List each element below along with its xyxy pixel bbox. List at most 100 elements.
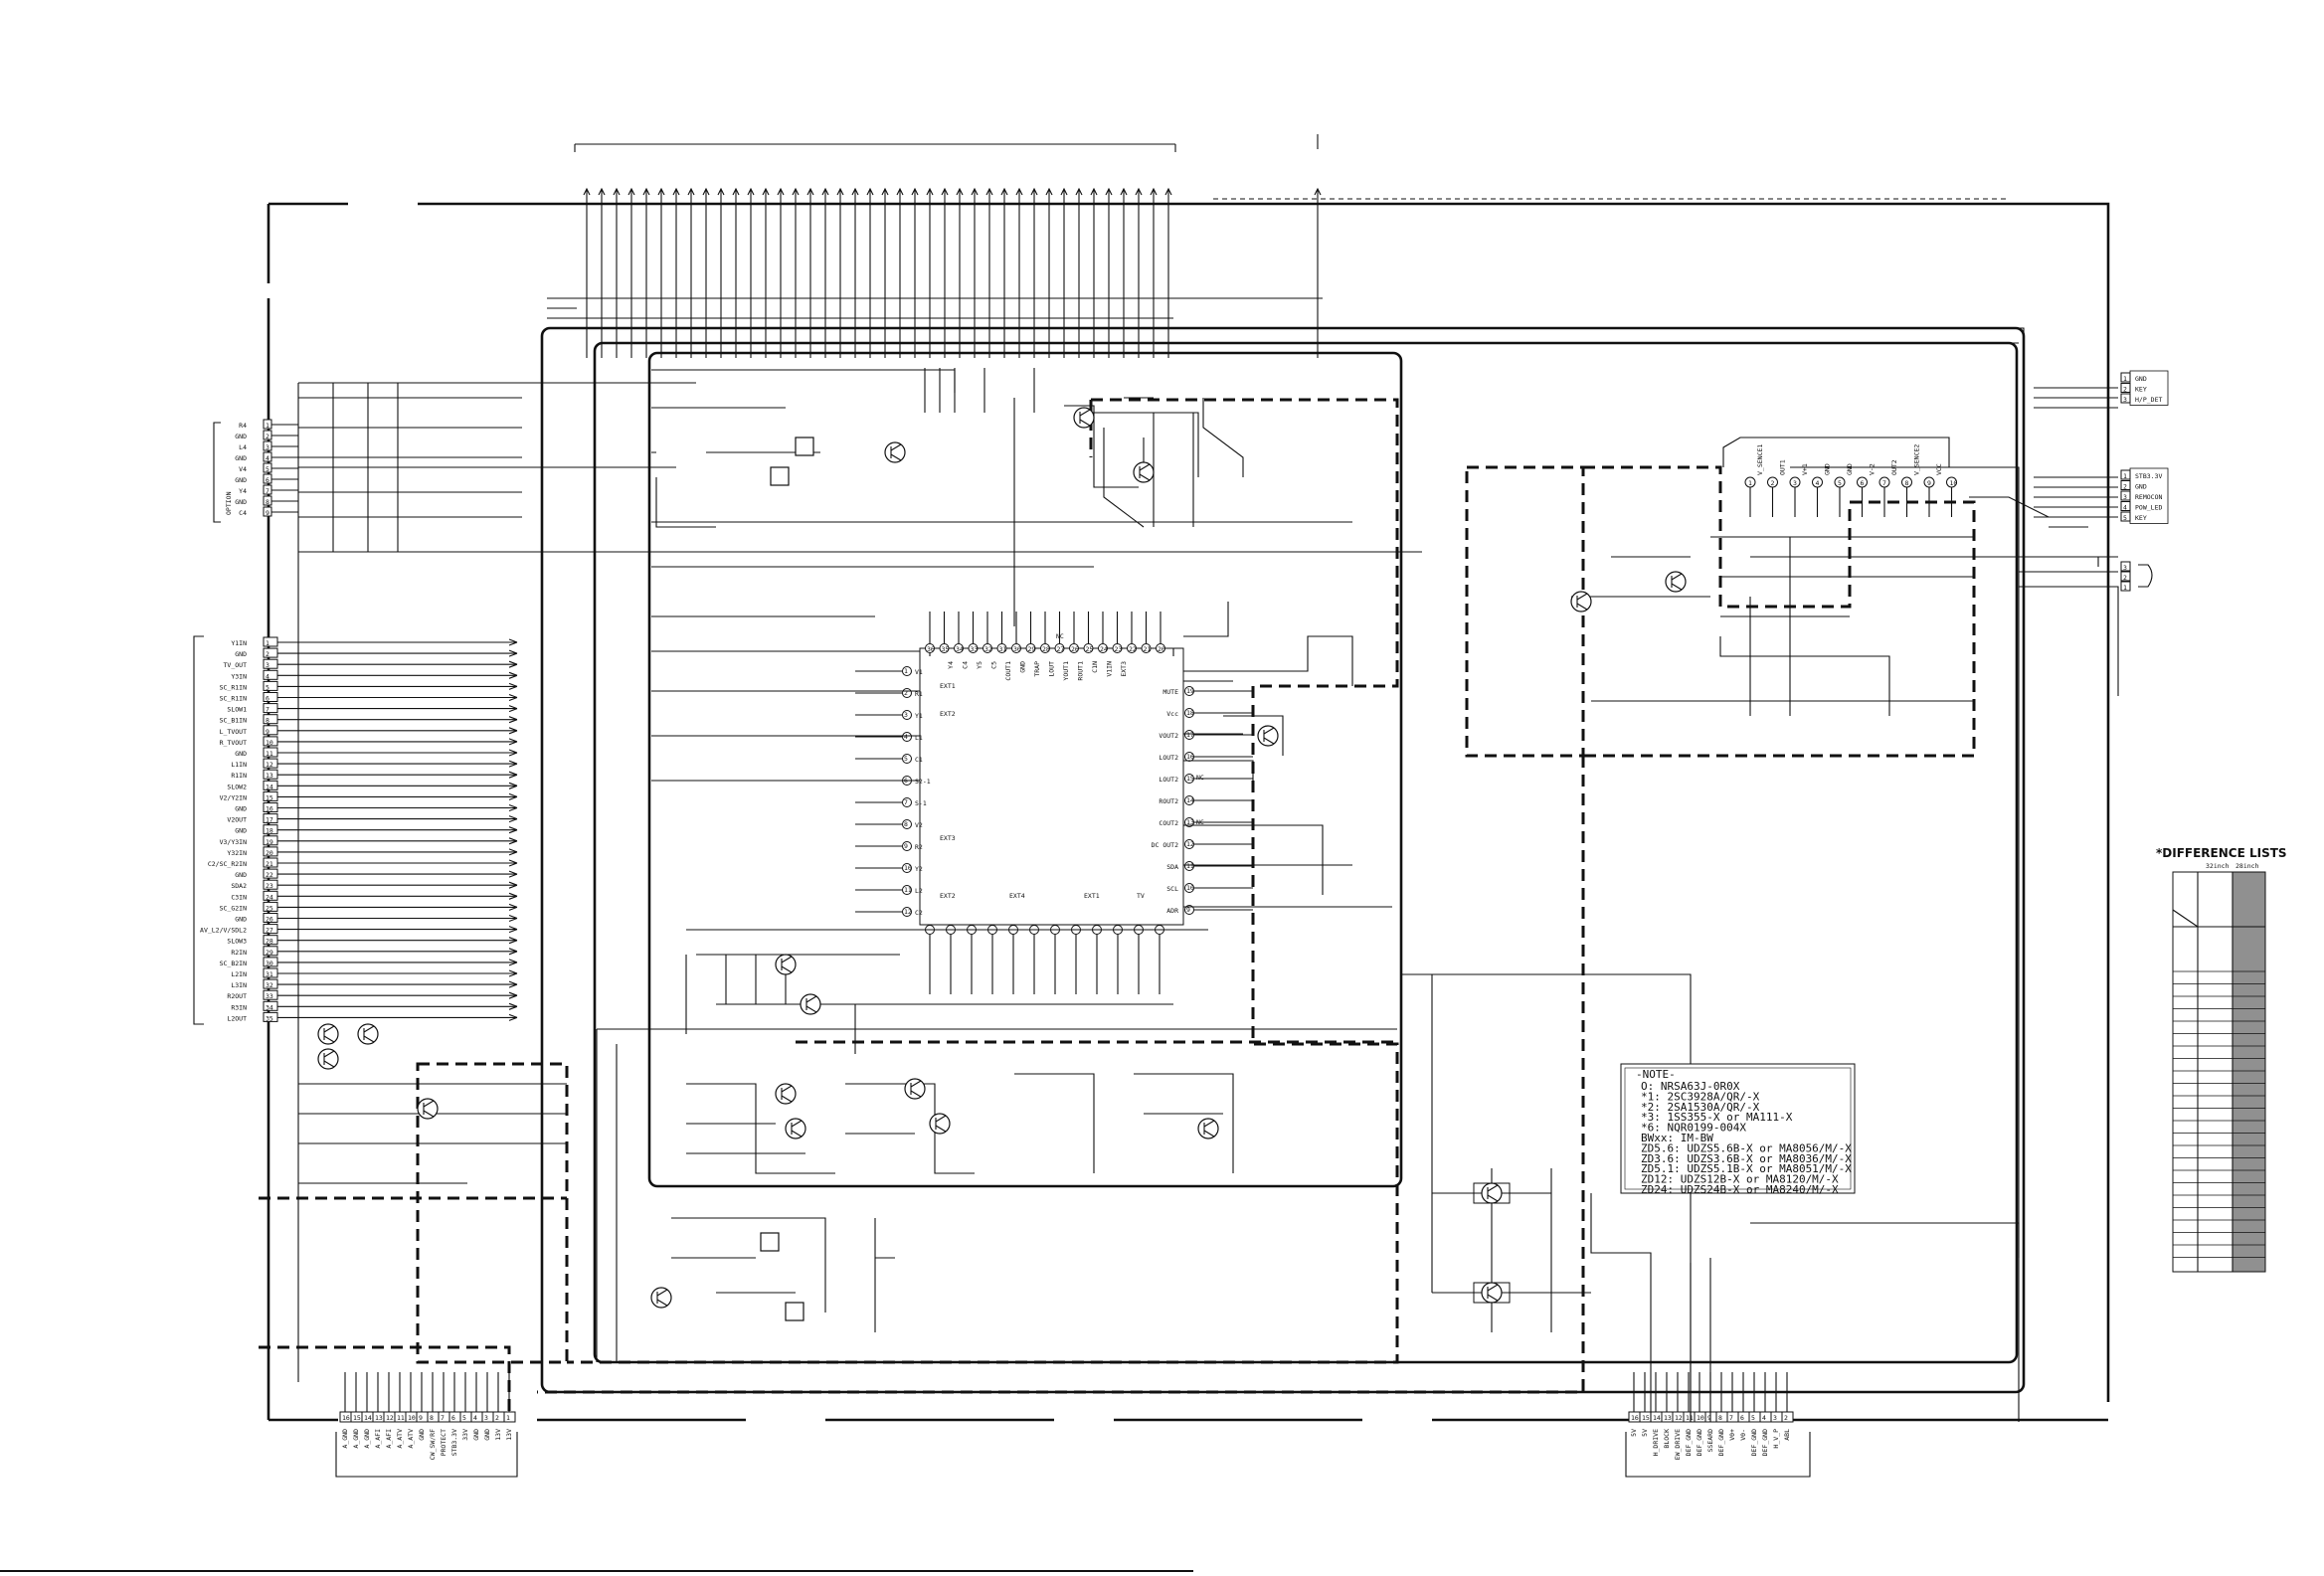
right-small-pin-number: 1 — [2123, 584, 2127, 592]
bus-arrow — [851, 187, 859, 196]
regulator-symbol — [1473, 1182, 1511, 1204]
arrow — [508, 848, 518, 856]
note-line: ZD5.6: UDZS5.6B-X or MA8056/M/-X — [1641, 1141, 1852, 1154]
arrow — [508, 826, 518, 834]
av-pin-label: SC_R1IN — [220, 683, 247, 691]
ic-pin-number: 32 — [984, 645, 992, 653]
ic-pin — [1069, 643, 1079, 653]
shaded-column — [2233, 872, 2265, 1272]
bottom-right-pin-number: 3 — [1773, 1414, 1777, 1422]
ic-pin-number: 11 — [904, 886, 912, 894]
transistor-symbol — [357, 1023, 379, 1045]
transistor-symbol — [929, 1113, 951, 1135]
bottom-left-pin-number: 4 — [473, 1414, 477, 1422]
av-pin-label: R2OUT — [227, 992, 247, 1000]
option-pin-label: C4 — [239, 509, 247, 517]
ic-left-label: C1 — [915, 756, 923, 764]
av-pin-label: L2IN — [231, 970, 247, 978]
bottom-left-pin-number: 8 — [430, 1414, 434, 1422]
ic-pin-number: 17 — [1186, 731, 1194, 739]
arrow — [508, 870, 518, 878]
note-title: -NOTE- — [1636, 1068, 1676, 1081]
arrow — [508, 969, 518, 977]
bottom-right-pin-label: DEF_GND — [1750, 1429, 1758, 1456]
av-pin-label: L3IN — [231, 981, 247, 989]
ic-pin-number: 16 — [1186, 753, 1194, 761]
ic-left-label: S2-1 — [915, 778, 931, 786]
bus-arrow — [747, 187, 755, 196]
transistor-symbol — [650, 1287, 672, 1309]
arrow — [508, 1013, 518, 1021]
ic-top-label: V1IN — [1106, 661, 1114, 677]
bottom-left-pin-number: 15 — [353, 1414, 361, 1422]
regulator-symbol — [1473, 1282, 1511, 1304]
pin-number: 9 — [266, 509, 269, 517]
pin-number: 28 — [266, 938, 273, 946]
sub-ic-pin-number: 4 — [1816, 479, 1820, 487]
right-small-pin-number: 3 — [2123, 564, 2127, 572]
ic-pin-number: 4 — [904, 733, 908, 741]
bottom-right-pin-number: 8 — [1718, 1414, 1722, 1422]
ic-pin — [1011, 643, 1021, 653]
difference-list: *DIFFERENCE LISTS 32inch 28inch — [2156, 846, 2287, 1273]
bottom-left-pin-label: 13V — [494, 1429, 502, 1441]
ic-pin — [1025, 643, 1036, 653]
ic-pin-number: 12 — [904, 908, 912, 916]
arrow — [508, 926, 518, 934]
bus-arrow — [1015, 187, 1023, 196]
ic-top-label: C1N — [1091, 661, 1099, 673]
ic-pin — [902, 819, 912, 829]
av-pin-label: R2IN — [231, 949, 247, 957]
right-key-pin-number: 3 — [2123, 396, 2127, 404]
transistor-leads — [323, 1025, 335, 1043]
av-pin-label: Y3IN — [231, 672, 247, 680]
bus-arrow — [583, 187, 591, 196]
sub-ic-label: GND — [1846, 463, 1854, 475]
pin-number: 5 — [266, 465, 269, 473]
pin-number: 23 — [266, 882, 273, 890]
connector-outline — [2129, 467, 2169, 524]
bus-arrow — [985, 187, 993, 196]
av-pin-label: GND — [235, 805, 247, 813]
bus-arrow — [1045, 187, 1053, 196]
av-pin-label: R3IN — [231, 1003, 247, 1011]
bus-arrow — [777, 187, 785, 196]
arrow — [508, 660, 518, 668]
pin-number: 26 — [266, 916, 273, 924]
ic-pin-number: 36 — [927, 645, 935, 653]
ic-pin — [902, 885, 912, 895]
ic-pin — [902, 797, 912, 807]
av-pin-label: SLOW2 — [227, 783, 247, 790]
sub-ic-label: GND — [1824, 463, 1832, 475]
av-pin-label: L1IN — [231, 761, 247, 769]
note-box: -NOTE- O: NRSA63J-0R0X*1: 2SC3928A/QR/-X… — [1620, 1063, 1856, 1196]
ic-left-label: L1 — [915, 734, 923, 742]
bottom-right-pin-number: 7 — [1729, 1414, 1733, 1422]
ic-pin — [902, 841, 912, 851]
ic-pin-number: 10 — [1186, 884, 1194, 892]
difference-title: *DIFFERENCE LISTS — [2156, 846, 2287, 860]
bus-arrow — [1314, 187, 1322, 196]
transistors — [317, 407, 1687, 1321]
ic-group-label: EXT1 — [940, 682, 956, 690]
bus-arrow — [956, 187, 964, 196]
ic-pin — [1184, 730, 1194, 740]
ic-nc-top: NC — [1056, 632, 1064, 640]
bottom-right-pin-number: 12 — [1675, 1414, 1683, 1422]
ic-right-label: MUTE — [1162, 688, 1178, 696]
ic-pin-number: 2 — [904, 689, 908, 697]
ic-pin — [1184, 774, 1194, 784]
ic-pin-number: 29 — [1028, 645, 1036, 653]
pin-number: 30 — [266, 960, 273, 967]
transistor-symbol — [785, 1118, 806, 1139]
pin-number: 12 — [266, 761, 273, 769]
ic-pin — [1127, 643, 1137, 653]
ic-pin-number: 13 — [1186, 818, 1194, 826]
transistor-symbol — [1665, 571, 1687, 593]
connector-bottom-left: 16A_GND15A_GND14A_GND13A_AFI12A_AFI11A_A… — [335, 1372, 518, 1478]
pin-number: 4 — [266, 454, 269, 462]
bus-arrow — [1060, 187, 1068, 196]
option-side-label: OPTION — [225, 491, 233, 515]
option-pin-label: V4 — [239, 465, 247, 473]
ic-pin-number: 35 — [942, 645, 950, 653]
